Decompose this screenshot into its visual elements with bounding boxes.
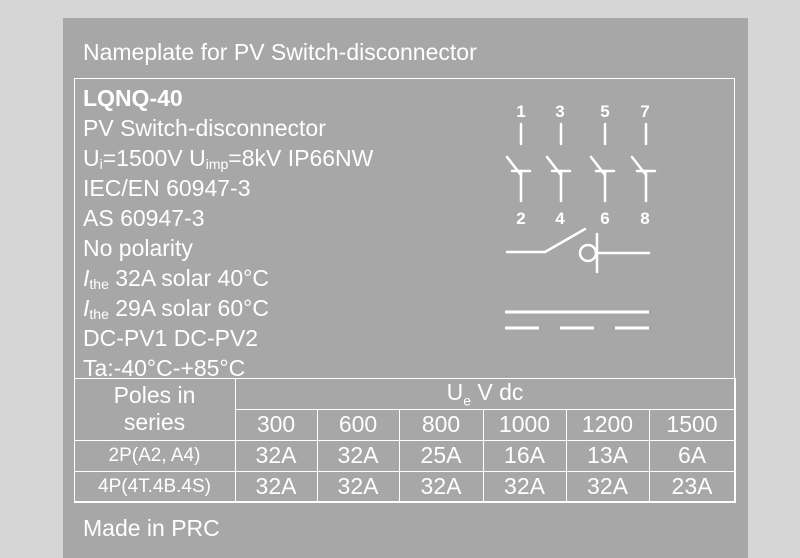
uimp-subscript: imp	[205, 156, 229, 172]
poles-header: Poles in series	[73, 378, 236, 441]
nameplate: Nameplate for PV Switch-disconnector LQN…	[63, 18, 748, 558]
ui-symbol: U	[83, 145, 100, 171]
table-cell: 25A	[398, 439, 484, 472]
switch-contact-1	[505, 122, 532, 203]
ratings-table: Poles in series Ue V dc 300 600 800 1000…	[73, 378, 736, 503]
ith-symbol: I	[83, 295, 90, 321]
table-cell: 32A	[234, 439, 318, 472]
voltage-header: 300	[234, 408, 318, 441]
ith-subscript: the	[89, 306, 109, 322]
table-cell: 6A	[648, 439, 736, 472]
ambient-temperature: Ta:-40°C-+85°C	[83, 355, 246, 381]
polarity-note: No polarity	[83, 235, 193, 261]
ui-subscript: i	[99, 156, 103, 172]
table-cell: 23A	[648, 470, 736, 503]
table-cell: 32A	[316, 470, 400, 503]
switch-schematic: 1 3 5 7 2 4 6 8	[505, 102, 657, 330]
dc-current-symbol	[505, 310, 649, 330]
terminal-label-bottom: 4	[555, 209, 565, 228]
voltage-header: 600	[316, 408, 400, 441]
terminal-label-top: 5	[600, 102, 609, 121]
poles-header-line1: Poles in	[113, 382, 196, 409]
terminal-label-bottom: 2	[516, 209, 525, 228]
uimp-symbol: U	[189, 145, 206, 171]
table-row: 2P(A2, A4) 32A 32A 25A 16A 13A 6A	[73, 439, 736, 472]
voltage-rating: Ui=1500V Uimp=8kV IP66NW	[83, 143, 373, 173]
ue-subscript: e	[463, 392, 472, 409]
uimp-value: =8kV IP66NW	[228, 145, 374, 171]
utilization-category: DC-PV1 DC-PV2	[83, 325, 259, 351]
dc-switch-symbol	[505, 227, 651, 274]
row-label: 4P(4T.4B.4S)	[73, 470, 236, 503]
terminal-label-bottom: 8	[640, 209, 649, 228]
poles-header-line2: series	[123, 409, 186, 436]
table-cell: 32A	[316, 439, 400, 472]
ith-rating-60: Ithe 29A solar 60°C	[83, 293, 373, 323]
ith-symbol: I	[83, 265, 90, 291]
nameplate-title: Nameplate for PV Switch-disconnector	[83, 39, 477, 65]
terminal-label-top: 7	[640, 102, 649, 121]
table-cell: 32A	[565, 470, 650, 503]
ue-symbol: U	[446, 379, 464, 405]
product-name: PV Switch-disconnector	[83, 115, 326, 141]
origin-note: Made in PRC	[83, 515, 220, 541]
ith-40-value: 32A solar 40°C	[108, 265, 269, 291]
table-cell: 32A	[234, 470, 318, 503]
table-cell: 32A	[398, 470, 484, 503]
standard-as: AS 60947-3	[83, 205, 205, 231]
voltage-header: 1500	[648, 408, 736, 441]
spec-block: LQNQ-40 PV Switch-disconnector Ui=1500V …	[83, 83, 373, 383]
ith-subscript: the	[89, 276, 109, 292]
model-number: LQNQ-40	[83, 85, 183, 111]
terminal-label-top: 3	[555, 102, 564, 121]
table-cell: 13A	[565, 439, 650, 472]
row-label: 2P(A2, A4)	[73, 439, 236, 472]
switch-contact-3	[589, 122, 616, 203]
standard-iec: IEC/EN 60947-3	[83, 175, 251, 201]
voltage-header: 800	[398, 408, 484, 441]
switch-contact-4	[630, 122, 657, 203]
table-row: 4P(4T.4B.4S) 32A 32A 32A 32A 32A 23A	[73, 470, 736, 503]
ue-unit: V dc	[471, 379, 524, 405]
nameplate-frame: LQNQ-40 PV Switch-disconnector Ui=1500V …	[73, 78, 736, 503]
ith-60-value: 29A solar 60°C	[108, 295, 269, 321]
ui-value: =1500V	[102, 145, 183, 171]
terminal-label-bottom: 6	[600, 209, 609, 228]
table-cell: 32A	[482, 470, 567, 503]
terminal-label-top: 1	[516, 102, 525, 121]
voltage-header: 1200	[565, 408, 650, 441]
table-cell: 16A	[482, 439, 567, 472]
ith-rating-40: Ithe 32A solar 40°C	[83, 263, 373, 293]
ue-header: Ue V dc	[234, 378, 736, 410]
voltage-header: 1000	[482, 408, 567, 441]
switch-contact-2	[545, 122, 572, 203]
